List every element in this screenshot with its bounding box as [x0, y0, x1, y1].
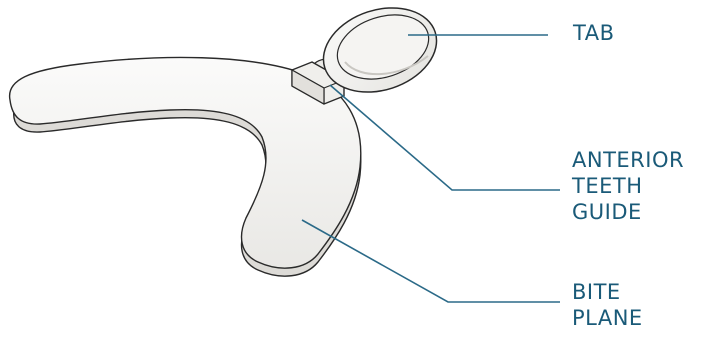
anterior-teeth-guide-label-line-3: GUIDE: [572, 200, 642, 224]
tab-recess: [336, 14, 430, 80]
anterior-teeth-guide-label-line-2: TEETH: [572, 174, 643, 198]
bite-plane-label-line-2: PLANE: [572, 306, 643, 330]
tab-label: TAB: [573, 20, 614, 46]
bite-plane-label-line-1: BITE: [572, 280, 621, 304]
anterior-teeth-guide-label: ANTERIOR TEETH GUIDE: [572, 147, 684, 225]
anterior-teeth-guide-leader-line: [329, 84, 560, 191]
bite-plane-label: BITE PLANE: [572, 279, 643, 331]
tab-label-line: TAB: [573, 21, 615, 45]
anterior-teeth-guide-label-line-1: ANTERIOR: [572, 148, 685, 172]
bite-plane: [8, 56, 362, 269]
bite-plane-leader-line: [301, 219, 560, 303]
